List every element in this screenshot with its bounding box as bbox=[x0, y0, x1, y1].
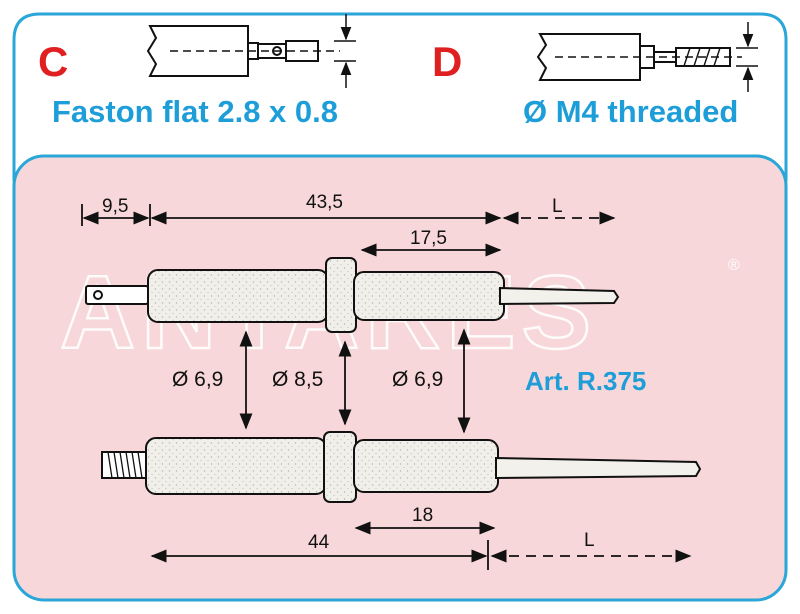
dim-bottom-rear-length: 18 bbox=[412, 505, 433, 526]
dim-diameter-collar: Ø 8,5 bbox=[272, 368, 323, 391]
article-number: Art. R.375 bbox=[525, 366, 646, 396]
dim-top-body-length: 43,5 bbox=[306, 192, 343, 213]
top-ceramic-rear bbox=[353, 271, 505, 321]
bottom-ceramic-front bbox=[145, 437, 327, 495]
dim-top-left-length: 9,5 bbox=[102, 196, 128, 217]
bottom-rod bbox=[495, 456, 702, 480]
top-collar bbox=[325, 257, 357, 333]
registered-mark-icon: ® bbox=[728, 257, 740, 274]
variant-c: C Faston flat 2.8 x 0.8 bbox=[38, 14, 356, 129]
dim-diameter-rear: Ø 6,9 bbox=[392, 368, 443, 391]
dim-top-wire-length: L bbox=[552, 196, 563, 217]
electrode-top bbox=[85, 257, 620, 333]
variant-c-letter: C bbox=[38, 38, 68, 85]
variant-c-caption: Faston flat 2.8 x 0.8 bbox=[52, 94, 338, 129]
bottom-ceramic-rear bbox=[353, 439, 499, 493]
faston-terminal-drawing bbox=[146, 14, 356, 88]
top-rod bbox=[499, 286, 620, 306]
variant-d: D Ø M4 threaded bbox=[432, 22, 758, 129]
threaded-terminal-drawing bbox=[536, 22, 758, 92]
top-ceramic-front bbox=[147, 269, 329, 323]
dimension-labels: 9,5 43,5 L 17,5 Ø 6,9 Ø 8,5 Ø 6,9 18 44 … bbox=[102, 192, 595, 553]
variant-d-letter: D bbox=[432, 38, 462, 85]
variant-d-caption: Ø M4 threaded bbox=[523, 94, 738, 129]
dim-diameter-front: Ø 6,9 bbox=[172, 368, 223, 391]
dim-bottom-body-length: 44 bbox=[308, 532, 330, 553]
dim-bottom-wire-length: L bbox=[584, 530, 595, 551]
electrode-bottom bbox=[101, 431, 702, 503]
dimension-lines bbox=[81, 204, 692, 570]
dim-top-rear-length: 17,5 bbox=[410, 228, 447, 249]
bottom-collar bbox=[323, 431, 357, 503]
